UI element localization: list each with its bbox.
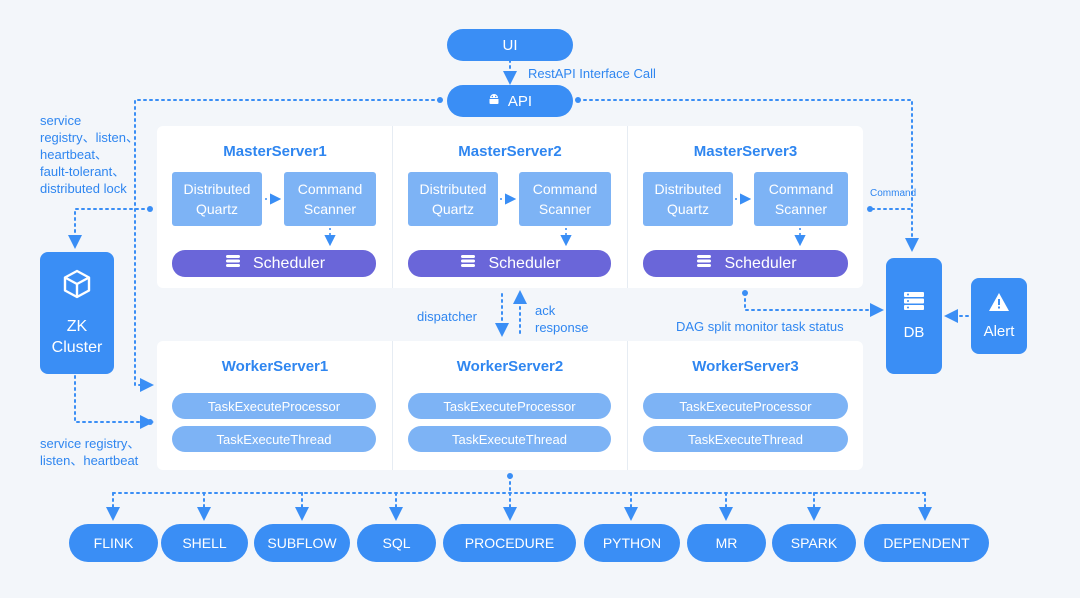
zk-cluster-node: ZK Cluster bbox=[40, 252, 114, 374]
zk-label-line2: Cluster bbox=[51, 338, 103, 356]
master-title: MasterServer3 bbox=[693, 143, 798, 160]
zk-note-bottom: service registry、 listen、heartbeat bbox=[40, 436, 141, 468]
task-type-pill: SHELL bbox=[161, 524, 248, 562]
worker-title: WorkerServer2 bbox=[456, 358, 564, 375]
master-title: MasterServer2 bbox=[458, 143, 562, 160]
task-execute-thread: TaskExecuteThread bbox=[643, 426, 848, 452]
worker-divider bbox=[392, 341, 393, 470]
scheduler-bar: Scheduler bbox=[643, 250, 848, 277]
task-type-pill: SUBFLOW bbox=[254, 524, 350, 562]
dispatcher-note: dispatcher bbox=[417, 309, 477, 324]
task-type-pill: PROCEDURE bbox=[443, 524, 576, 562]
stack-icon bbox=[458, 254, 478, 273]
worker-divider bbox=[627, 341, 628, 470]
task-execute-processor: TaskExecuteProcessor bbox=[408, 393, 611, 419]
task-type-pill: FLINK bbox=[69, 524, 158, 562]
task-execute-thread: TaskExecuteThread bbox=[172, 426, 376, 452]
api-node: API bbox=[447, 85, 573, 117]
zk-note-top: service registry、listen、 heartbeat、 faul… bbox=[40, 113, 139, 196]
api-label: API bbox=[507, 92, 533, 110]
master-divider bbox=[392, 126, 393, 288]
stack-icon bbox=[223, 254, 243, 273]
task-type-pill: DEPENDENT bbox=[864, 524, 989, 562]
zk-label-line1: ZK bbox=[66, 317, 88, 335]
dag-note: DAG split monitor task status bbox=[676, 319, 844, 334]
ack-response-note: ack response bbox=[535, 303, 589, 335]
task-type-pill: MR bbox=[687, 524, 766, 562]
ui-label: UI bbox=[502, 36, 518, 54]
master-divider bbox=[627, 126, 628, 288]
db-node: DB bbox=[886, 258, 942, 374]
warning-icon bbox=[988, 292, 1010, 317]
scheduler-bar: Scheduler bbox=[172, 250, 376, 277]
server-icon bbox=[903, 291, 925, 316]
task-execute-processor: TaskExecuteProcessor bbox=[172, 393, 376, 419]
task-type-pill: SPARK bbox=[772, 524, 856, 562]
restapi-note: RestAPI Interface Call bbox=[528, 66, 656, 81]
db-label: DB bbox=[903, 324, 925, 341]
task-type-pill: PYTHON bbox=[584, 524, 680, 562]
stack-icon bbox=[694, 254, 714, 273]
task-execute-processor: TaskExecuteProcessor bbox=[643, 393, 848, 419]
worker-title: WorkerServer1 bbox=[221, 358, 329, 375]
command-note: Command bbox=[870, 188, 917, 199]
worker-title: WorkerServer3 bbox=[692, 358, 799, 375]
master-title: MasterServer1 bbox=[223, 143, 327, 160]
alert-label: Alert bbox=[983, 323, 1015, 340]
task-execute-thread: TaskExecuteThread bbox=[408, 426, 611, 452]
task-type-pill: SQL bbox=[357, 524, 436, 562]
android-icon bbox=[488, 93, 500, 110]
alert-node: Alert bbox=[971, 278, 1027, 354]
scheduler-bar: Scheduler bbox=[408, 250, 611, 277]
cube-icon bbox=[63, 269, 91, 304]
ui-node: UI bbox=[447, 29, 573, 61]
